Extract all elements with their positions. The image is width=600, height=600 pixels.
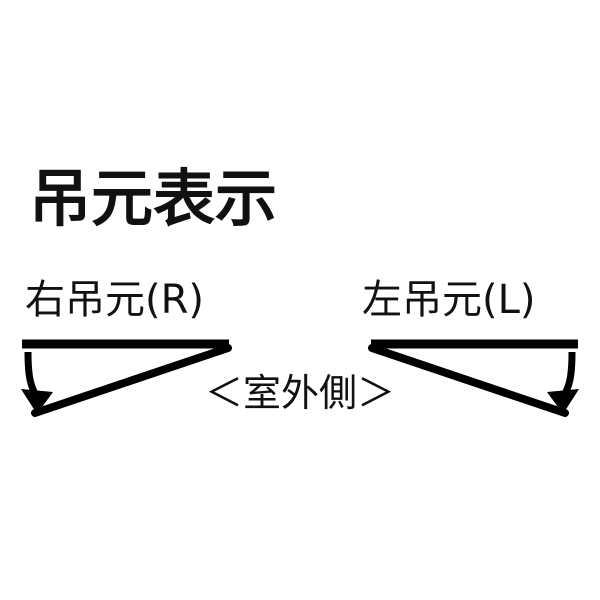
door-swing-right-hinge <box>21 339 232 417</box>
exterior-side-caption: ＜室外側＞ <box>204 371 395 415</box>
door-leaf-line-right-hinge <box>31 344 232 417</box>
swing-arrow-head-left-hinge <box>547 389 579 414</box>
door-leaf-line-left-hinge <box>368 344 569 417</box>
label-right-hinge: 右吊元(R) <box>25 277 205 323</box>
door-swing-left-hinge <box>368 339 579 417</box>
label-left-hinge: 左吊元(L) <box>362 277 536 323</box>
swing-arrow-head-right-hinge <box>21 389 53 414</box>
page-title: 吊元表示 <box>29 162 278 235</box>
